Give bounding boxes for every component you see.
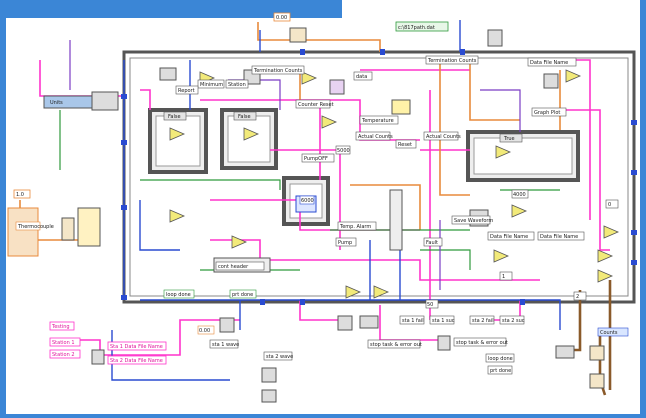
loop-tunnels: [121, 49, 637, 305]
sta2-fail-label: sta 2 fail: [472, 318, 494, 324]
print-done-label: prt done: [232, 292, 253, 298]
reset-label: Reset: [398, 142, 412, 148]
thermocouple-label: Thermocouple: [17, 224, 54, 230]
loop-done-label-2: loop done: [488, 356, 513, 362]
pump-off-label: PumpOFF: [304, 156, 328, 162]
stop-task-label-2: stop task & error out: [456, 340, 508, 346]
fault-label: Fault: [426, 240, 438, 246]
constant-2: 2: [576, 294, 579, 300]
data-file-name-label-3: Data File Name: [540, 234, 578, 240]
sta1-data-file-label: Sta 1 Data File Name: [110, 344, 163, 350]
constant-4000: 4000: [513, 192, 526, 198]
operator-nodes: [169, 69, 620, 299]
report-label: Report: [178, 88, 195, 94]
constant-0-00: 0.00: [276, 15, 287, 21]
graph-plot-label: Graph Plot: [534, 110, 560, 116]
station2-label: Station 2: [52, 352, 75, 358]
actual-counts-label: Actual Counts: [358, 134, 393, 140]
temp-alarm-label: Temp. Alarm: [339, 224, 371, 230]
constant-0: 0: [608, 202, 611, 208]
function-nodes: [7, 27, 605, 403]
save-waveform-label: Save Waveform: [454, 218, 493, 224]
testing-label: Testing: [51, 324, 70, 330]
case-false-label-2: False: [238, 114, 251, 120]
data-file-name-label-2: Data File Name: [490, 234, 528, 240]
constant-50: 50: [427, 302, 433, 308]
minimum-label: Minimum: [200, 82, 223, 88]
path-constant: c:\817path.dat: [398, 25, 435, 31]
counts-label: Counts: [600, 330, 618, 336]
prt-done-label: prt done: [490, 368, 511, 374]
loop-done-label: loop done: [166, 292, 191, 298]
sta1-suc-label: sta 1 suc: [432, 318, 455, 324]
case-true-label: True: [503, 136, 515, 142]
pump-label: Pump: [338, 240, 352, 246]
temperature-label: Temperature: [361, 118, 394, 124]
case-false-label-1: False: [168, 114, 181, 120]
station1-label: Station 1: [52, 340, 75, 346]
wire-group-purple: [69, 40, 521, 290]
diagram-labels: c:\817path.dat 0.00 Data File Name Termi…: [13, 12, 629, 375]
station-label: Station: [228, 82, 246, 88]
sta2-wave-label: sta 2 wave: [266, 354, 293, 360]
constant-0-00-2: 0.00: [199, 328, 210, 334]
wire-group-blue: [111, 20, 561, 381]
title-bar: [0, 0, 342, 18]
cont-header-label: cont header: [218, 264, 249, 270]
constant-1-0: 1.0: [16, 192, 24, 198]
counter-reset-label: Counter Reset: [298, 102, 334, 108]
data-file-name-label: Data File Name: [530, 60, 568, 66]
termination-counts-label-2: Termination Counts: [427, 58, 477, 64]
constant-6000: 6000: [301, 198, 314, 204]
constant-1: 1: [502, 274, 505, 280]
stop-task-label-1: stop task & error out: [370, 342, 422, 348]
termination-counts-label: Termination Counts: [253, 68, 303, 74]
units-label: Units: [50, 100, 63, 106]
data-label: data: [356, 74, 367, 80]
constant-5000: 5000: [337, 148, 350, 154]
sta2-suc-label: sta 2 suc: [502, 318, 525, 324]
sta2-data-file-label: Sta 2 Data File Name: [110, 358, 163, 364]
sta1-fail-label: sta 1 fail: [402, 318, 424, 324]
sta1-wave-label: sta 1 wave: [212, 342, 239, 348]
actual-counts-label-2: Actual Counts: [426, 134, 461, 140]
